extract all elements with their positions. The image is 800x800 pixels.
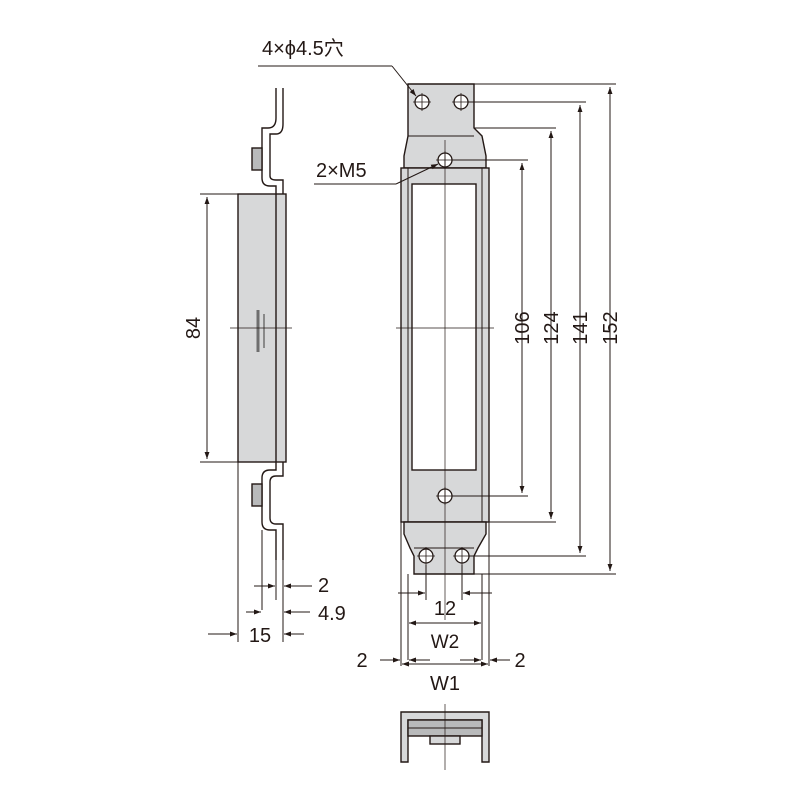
side-screw-bottom xyxy=(251,483,263,507)
dim-label-106: 106 xyxy=(512,311,534,344)
dim-label-4-9: 4.9 xyxy=(318,603,346,625)
dim-label-141: 141 xyxy=(570,311,592,344)
callout-leaders xyxy=(258,65,439,185)
callout-holes: 4×ϕ4.5穴 xyxy=(262,37,344,60)
horizontal-dims xyxy=(380,522,510,667)
dim-label-w2: W2 xyxy=(431,632,460,653)
dimension-84 xyxy=(200,193,238,463)
callout-threads: 2×M5 xyxy=(316,160,367,182)
dim-label-w1: W1 xyxy=(430,673,460,695)
dim-label-152: 152 xyxy=(600,311,622,344)
bottom-view xyxy=(400,704,490,770)
dim-label-84: 84 xyxy=(183,317,205,339)
front-slot xyxy=(411,183,477,471)
dim-label-2-right: 2 xyxy=(514,650,525,672)
dim-label-15: 15 xyxy=(249,625,271,647)
side-screw-top xyxy=(251,147,263,171)
dim-label-2-left: 2 xyxy=(356,650,367,672)
dim-label-12: 12 xyxy=(434,598,456,620)
vertical-dims xyxy=(452,83,616,575)
side-bottom-dims xyxy=(208,462,312,642)
dim-label-2-side: 2 xyxy=(318,575,329,597)
side-view xyxy=(230,88,292,560)
dim-label-124: 124 xyxy=(541,311,563,344)
